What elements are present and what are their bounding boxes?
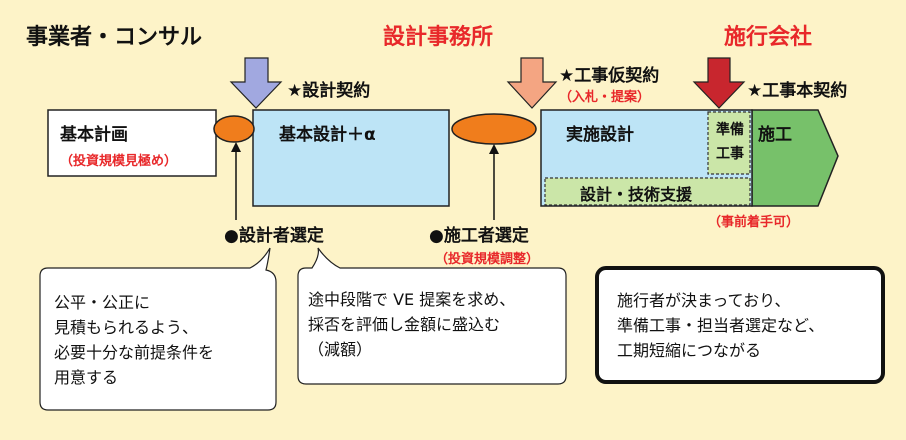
header-client: 事業者・コンサル [26,25,203,50]
label-design-contract: ★設計契約 [287,81,371,101]
header-contractor: 施行会社 [724,25,813,50]
basic-design-box [252,109,450,207]
basic-plan-label: 基本計画 [60,125,128,145]
callout-right-line: 工期短縮につながる [617,341,762,360]
detailed-design-label: 実施設計 [566,125,634,145]
design-support-band [544,177,751,206]
design-contract-arrow [229,57,283,109]
design-support-label: 設計・技術支援 [580,185,693,204]
label-provisional-contract: ★工事仮契約 [559,66,660,86]
callout-right-shape [595,266,885,384]
callout-left-line: 見積もられるよう、 [54,318,199,337]
callout-right-text: 施行者が決まっており、 準備工事・担当者選定など、 工期短縮につながる [617,288,879,363]
milestone-builder-selection [451,113,537,145]
callout-middle-line: （減額） [308,340,373,359]
callout-middle-shape [297,247,567,385]
basic-plan-note: （投資規模見極め） [60,154,178,169]
callout-right-line: 施行者が決まっており、 [617,291,791,310]
callout-left-line: 必要十分な前提条件を [54,343,215,362]
designer-selection-pointer [231,142,241,152]
basic-plan-box [47,109,217,177]
callout-left-line: 公平・公正に [54,293,151,312]
callout-middle-line: 採否を評価し金額に盛込む [308,315,501,334]
builder-selection-pointer [489,144,499,154]
builder-selection-note: （投資規模調整） [435,252,540,267]
callout-left-line: 用意する [54,368,119,387]
prep-work-box [707,111,751,175]
provisional-contract-arrow [506,57,558,109]
callout-middle-text: 途中段階で VE 提案を求め、 採否を評価し金額に盛込む （減額） [308,287,564,362]
main-contract-arrow [692,57,746,109]
basic-design-label: 基本設計＋α [279,125,376,145]
designer-selection-label: ●設計者選定 [224,226,324,246]
construction-label: 施工 [758,125,792,145]
callout-middle-line: 途中段階で VE 提案を求め、 [308,290,516,309]
callout-left-text: 公平・公正に 見積もられるよう、 必要十分な前提条件を 用意する [54,290,272,390]
callout-right-line: 準備工事・担当者選定など、 [617,316,825,335]
callout-left-shape [39,247,277,411]
label-provisional-note: （入札・提案） [559,90,651,105]
builder-selection-label: ●施工者選定 [429,226,529,246]
header-design-office: 設計事務所 [383,25,494,50]
advance-start-note: （事前着手可） [708,215,800,230]
milestone-design-selection [213,115,255,143]
prep-work-label: 準備工事 [716,122,744,162]
label-main-contract: ★工事本契約 [747,81,848,101]
